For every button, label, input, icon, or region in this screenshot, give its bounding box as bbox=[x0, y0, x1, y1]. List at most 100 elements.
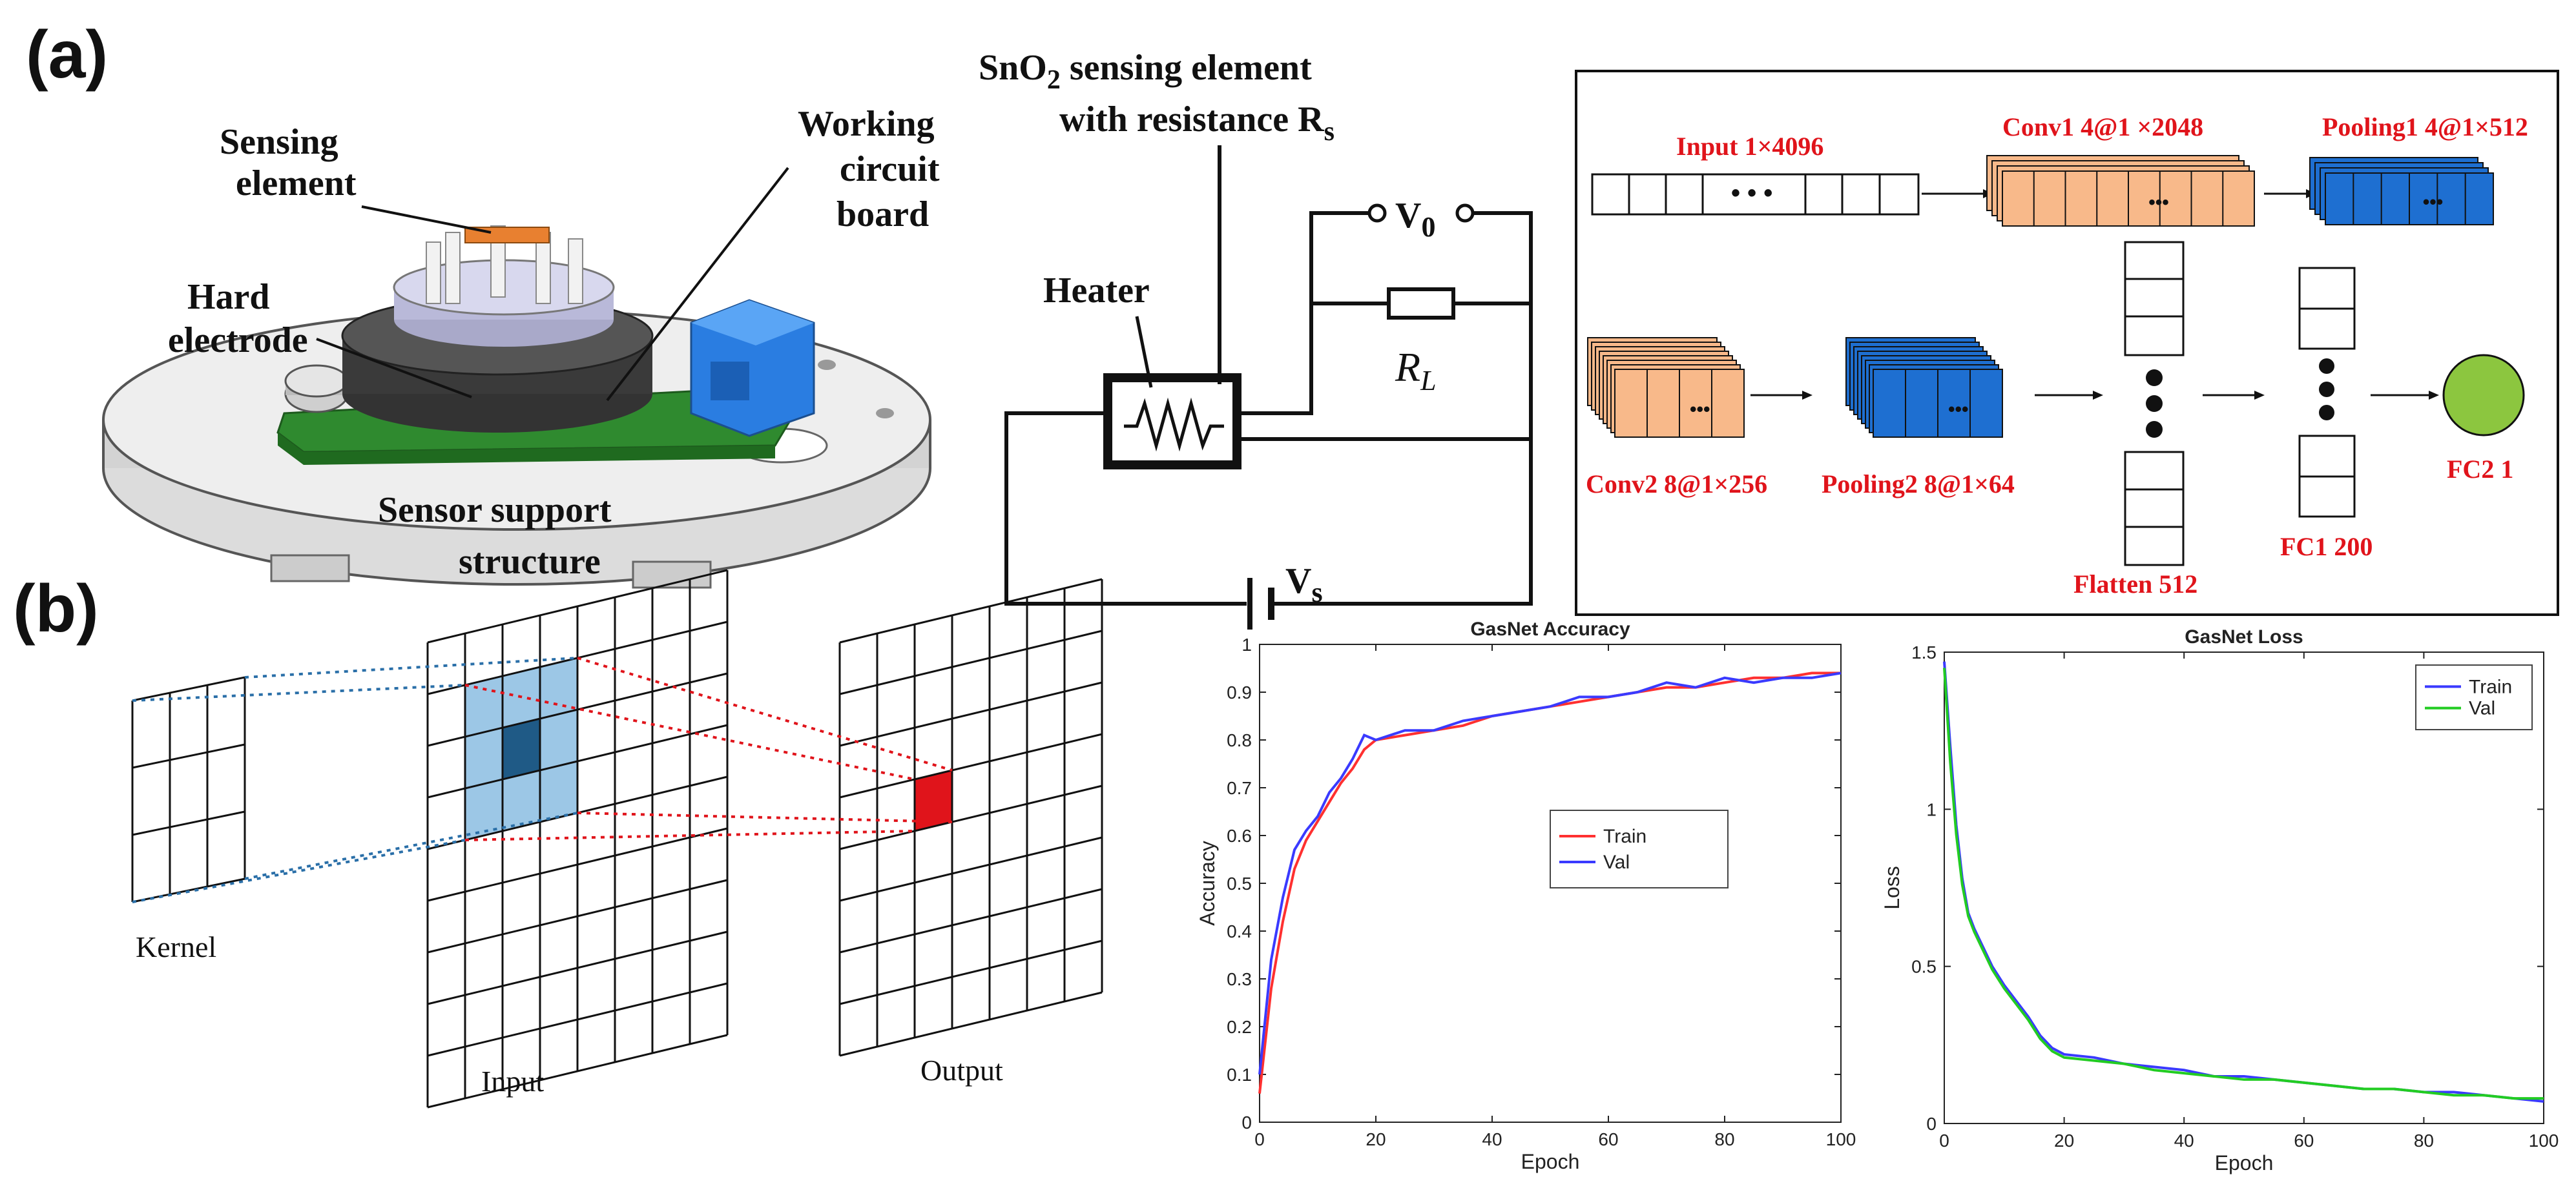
x-tick-label: 80 bbox=[1714, 1129, 1734, 1149]
label-flatten: Flatten 512 bbox=[2073, 569, 2197, 599]
y-tick-label: 0.1 bbox=[1227, 1065, 1252, 1085]
label-working-line3: board bbox=[836, 194, 929, 234]
pooling1-stack: ••• bbox=[2309, 157, 2494, 225]
legend-label: Train bbox=[1603, 826, 1646, 847]
heater-box bbox=[1103, 373, 1241, 469]
load-resistor bbox=[1387, 287, 1455, 320]
series-line-train bbox=[1258, 672, 1841, 1094]
y-tick-label: 0.5 bbox=[1227, 874, 1252, 894]
circuit-title-line1: SnO2 sensing element bbox=[979, 48, 1312, 95]
x-tick-label: 20 bbox=[1366, 1129, 1386, 1149]
fc1-column bbox=[2298, 267, 2356, 518]
y-tick-label: 0.3 bbox=[1227, 969, 1252, 989]
label-vs: Vs bbox=[1285, 561, 1323, 608]
x-tick-label: 40 bbox=[2174, 1131, 2194, 1151]
x-axis-label: Epoch bbox=[1521, 1150, 1580, 1173]
label-support-line2: structure bbox=[459, 542, 601, 582]
label-kernel: Kernel bbox=[136, 930, 216, 963]
input-grid bbox=[426, 569, 729, 1109]
x-tick-label: 20 bbox=[2054, 1131, 2074, 1151]
label-input: Input 1×4096 bbox=[1676, 132, 1823, 161]
x-tick-label: 60 bbox=[1598, 1129, 1618, 1149]
y-tick-label: 0 bbox=[1926, 1114, 1937, 1134]
x-tick-label: 0 bbox=[1939, 1131, 1949, 1151]
x-axis-label: Epoch bbox=[2215, 1151, 2274, 1175]
x-tick-label: 60 bbox=[2294, 1131, 2314, 1151]
label-conv2: Conv2 8@1×256 bbox=[1586, 469, 1767, 498]
plot-area bbox=[1944, 651, 2544, 1124]
convolution-illustration: Kernel Input Output bbox=[131, 569, 1103, 1109]
output-grid bbox=[838, 578, 1103, 1057]
projection-lines bbox=[132, 657, 953, 903]
y-tick-label: 1 bbox=[1241, 635, 1252, 655]
receptive-center bbox=[503, 719, 540, 779]
chart-title: GasNet Accuracy bbox=[1470, 619, 1630, 640]
label-conv1: Conv1 4@1 ×2048 bbox=[2002, 112, 2203, 141]
chart-title: GasNet Loss bbox=[2185, 626, 2303, 648]
accuracy-chart: GasNet Accuracy 0 20 40 60 80 100 0 0.1 0.2 0.3 0.4… bbox=[1196, 619, 1856, 1173]
panel-label-b: (b) bbox=[13, 571, 99, 646]
heater-coil bbox=[1124, 397, 1224, 452]
conv1-stack: ••• bbox=[1986, 155, 2255, 227]
label-pooling1: Pooling1 4@1×512 bbox=[2322, 112, 2528, 141]
cnn-architecture: • • • Input 1×4096 ••• Conv1 4@1 ×2048 •… bbox=[1575, 70, 2559, 616]
svg-text:• • •: • • • bbox=[1731, 179, 1772, 207]
label-electrode-line1: Hard bbox=[187, 277, 270, 317]
fc2-node bbox=[2442, 354, 2525, 436]
conv2-dots: ••• bbox=[1690, 398, 1710, 420]
label-support-line1: Sensor support bbox=[378, 490, 612, 530]
pool1-dots: ••• bbox=[2423, 191, 2444, 212]
y-tick-label: 0.7 bbox=[1227, 778, 1252, 798]
legend bbox=[1550, 810, 1729, 888]
legend-label: Train bbox=[2469, 676, 2512, 697]
output-cell bbox=[915, 770, 952, 831]
y-tick-label: 1.5 bbox=[1911, 642, 1937, 662]
kernel-grid bbox=[131, 676, 246, 903]
x-tick-label: 0 bbox=[1254, 1129, 1265, 1149]
circuit-diagram: SnO2 sensing element with resistance Rs … bbox=[979, 48, 1533, 630]
panel-label-a: (a) bbox=[26, 17, 108, 92]
x-tick-label: 80 bbox=[2414, 1131, 2434, 1151]
input-vector: • • • bbox=[1591, 173, 1920, 216]
y-tick-label: 0.8 bbox=[1227, 730, 1252, 750]
label-electrode-line2: electrode bbox=[168, 320, 308, 360]
series-line-val bbox=[1943, 668, 2544, 1100]
legend-label: Val bbox=[1603, 852, 1630, 873]
y-tick-label: 1 bbox=[1926, 799, 1937, 819]
y-tick-label: 0 bbox=[1241, 1113, 1252, 1133]
y-tick-label: 0.4 bbox=[1227, 921, 1252, 941]
sensor-illustration: Sensing element Working circuit board Ha… bbox=[102, 104, 940, 589]
pool2-dots: ••• bbox=[1948, 398, 1969, 420]
x-tick-label: 40 bbox=[1482, 1129, 1502, 1149]
y-tick-label: 0.5 bbox=[1911, 957, 1937, 977]
conv2-stack: ••• bbox=[1587, 337, 1745, 438]
conv1-dots: ••• bbox=[2148, 192, 2169, 213]
label-sensing-line1: Sensing bbox=[220, 122, 338, 162]
label-input-grid: Input bbox=[481, 1065, 544, 1098]
y-tick-label: 0.2 bbox=[1227, 1017, 1252, 1037]
circuit-title-line2: with resistance Rs bbox=[1059, 99, 1335, 147]
x-tick-label: 100 bbox=[1826, 1129, 1856, 1149]
label-working-line1: Working bbox=[798, 104, 935, 144]
label-heater: Heater bbox=[1043, 271, 1150, 311]
label-v0: V0 bbox=[1395, 196, 1435, 243]
x-tick-label: 100 bbox=[2529, 1131, 2559, 1151]
y-axis-label: Loss bbox=[1880, 866, 1904, 910]
label-fc1: FC1 200 bbox=[2280, 532, 2373, 561]
label-sensing-line2: element bbox=[236, 163, 357, 203]
y-tick-label: 0.9 bbox=[1227, 682, 1252, 703]
label-pooling2: Pooling2 8@1×64 bbox=[1822, 469, 2015, 498]
flatten-column bbox=[2124, 241, 2185, 566]
legend bbox=[2415, 664, 2533, 730]
label-working-line2: circuit bbox=[840, 149, 940, 189]
y-axis-label: Accuracy bbox=[1196, 841, 1219, 926]
y-tick-label: 0.6 bbox=[1227, 826, 1252, 846]
pooling2-stack: ••• bbox=[1845, 337, 2003, 438]
legend-label: Val bbox=[2469, 698, 2495, 719]
series-line-val bbox=[1258, 672, 1842, 1075]
label-output-grid: Output bbox=[920, 1054, 1003, 1087]
label-fc2: FC2 1 bbox=[2447, 455, 2513, 484]
label-rl: RL bbox=[1395, 344, 1437, 396]
